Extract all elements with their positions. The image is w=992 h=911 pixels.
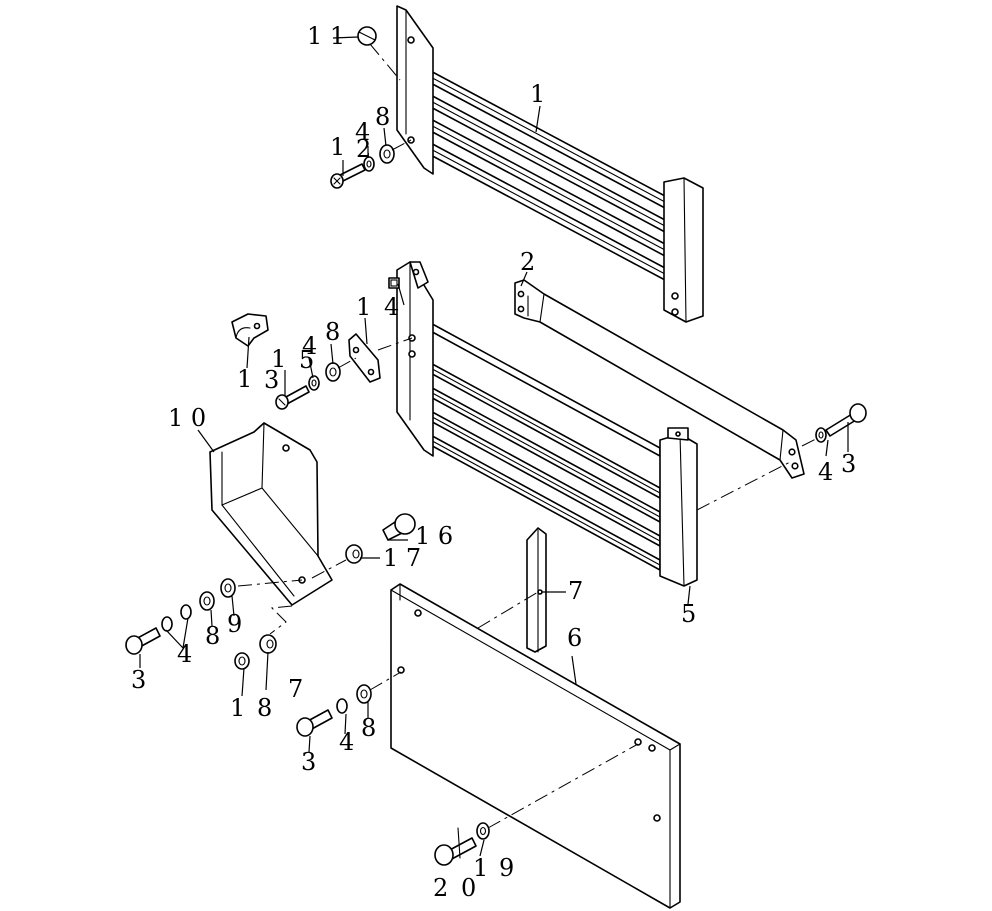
- lower-grille-frame: [388, 261, 698, 587]
- large-panel: [390, 583, 681, 909]
- label-3-bottom: 3: [301, 748, 316, 776]
- label-1-washer-19: 1: [473, 854, 488, 882]
- part-labels: 1 1 1 8 4 2 1 2 1 4 8 5 4 1 1 3 1 0 4 3 …: [131, 22, 856, 902]
- label-1-nut: 1: [230, 694, 245, 722]
- label-8-bottom: 8: [361, 714, 376, 742]
- screw-12: [330, 163, 366, 189]
- label-1-tab: 1: [356, 293, 371, 321]
- washer-4-top: [363, 156, 375, 172]
- label-2-top: 2: [356, 135, 371, 163]
- screw-13: [275, 385, 310, 410]
- washer-8-mid: [325, 362, 341, 382]
- label-9-washer-19: 9: [499, 854, 514, 882]
- assembly-axes: [237, 43, 819, 829]
- label-7-washer: 7: [288, 675, 303, 703]
- washer-4-right: [815, 427, 827, 443]
- label-4-left: 4: [177, 640, 192, 668]
- label-5-lower-frame: 5: [681, 600, 696, 628]
- label-17-a: 1 7: [383, 544, 421, 572]
- label-3-right: 3: [841, 450, 856, 478]
- bolt-3-left: [125, 627, 161, 655]
- nut-18: [234, 652, 250, 670]
- label-1-top-screw: 1: [330, 133, 345, 161]
- clip-bracket-11: [231, 313, 269, 347]
- washer-4-left-b: [180, 604, 192, 620]
- washer-4-bottom: [336, 698, 348, 714]
- label-1-clip: 1: [237, 365, 252, 393]
- label-4-top: 4: [355, 118, 370, 146]
- label-4-tab: 4: [384, 293, 399, 321]
- washer-8-top: [379, 144, 395, 164]
- label-4-bottom: 4: [339, 728, 354, 756]
- label-2-strap: 2: [520, 248, 535, 276]
- label-3-left: 3: [131, 666, 146, 694]
- bolt-3-right: [825, 403, 867, 437]
- label-8-left: 8: [205, 622, 220, 650]
- angle-bracket: [526, 527, 547, 653]
- washer-19: [476, 822, 490, 840]
- label-11-top: 1 1: [307, 22, 345, 50]
- label-3-mid-screw: 3: [264, 366, 279, 394]
- label-9-left: 9: [227, 610, 242, 638]
- upper-grille-frame: [396, 5, 704, 323]
- leader-lines: [139, 36, 849, 857]
- label-16: 1 6: [415, 522, 453, 550]
- washer-17-b: [259, 634, 277, 654]
- bolt-16: [382, 513, 416, 541]
- bolt-20: [434, 827, 477, 866]
- tab-bracket-14: [348, 333, 381, 383]
- label-7-bracket: 7: [568, 577, 583, 605]
- washer-4-mid: [308, 375, 320, 391]
- label-8-nut: 8: [257, 694, 272, 722]
- washer-8-bottom: [356, 684, 372, 704]
- bolt-3-bottom: [296, 709, 333, 737]
- label-8-top: 8: [375, 103, 390, 131]
- label-6-panel: 6: [567, 624, 582, 652]
- nut-9-left: [220, 578, 236, 598]
- label-10-cover: 1 0: [168, 404, 206, 432]
- bolt-top-11: [357, 26, 377, 46]
- label-2-bolt: 2: [433, 874, 448, 902]
- label-4-right: 4: [818, 458, 833, 486]
- cover-plate: [209, 422, 333, 606]
- washer-4-left-a: [161, 616, 173, 632]
- label-1-upper-frame: 1: [530, 80, 545, 108]
- label-1-mid-screw: 1: [271, 345, 286, 373]
- washer-8-left: [199, 591, 215, 611]
- label-8-mid: 8: [325, 318, 340, 346]
- support-strap: [514, 279, 805, 479]
- label-4-mid: 4: [302, 332, 317, 360]
- label-5-mid: 5: [299, 346, 314, 374]
- label-0-bolt: 0: [461, 874, 476, 902]
- washer-17-a: [345, 544, 363, 564]
